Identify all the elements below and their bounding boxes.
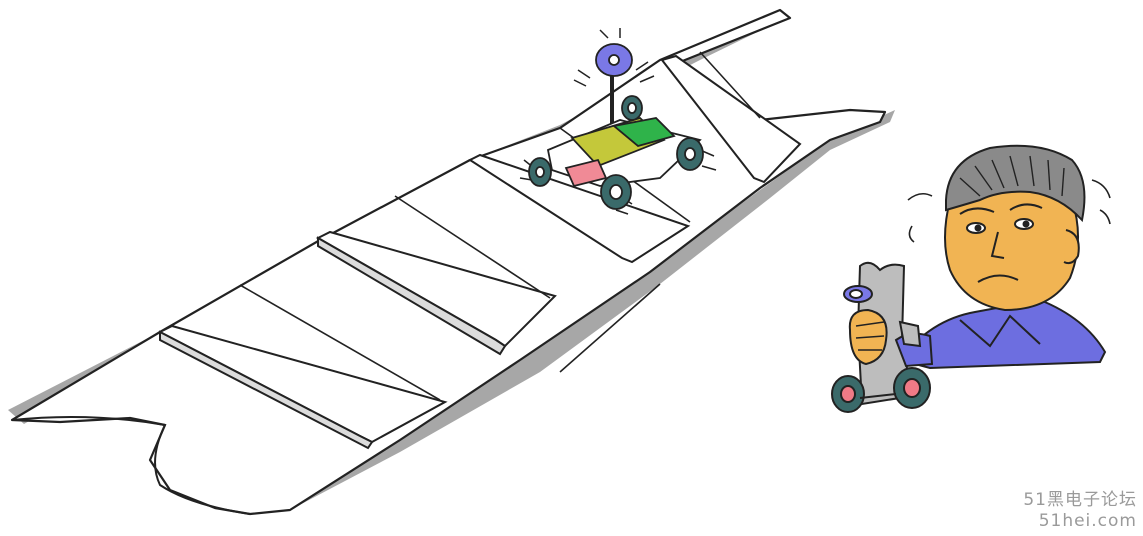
plank-1-edge — [159, 330, 374, 450]
watermark: 51黑电子论坛 51hei.com — [1023, 490, 1137, 533]
track-bend — [11, 415, 251, 515]
plank-4 — [660, 54, 802, 184]
track-shadow-right — [280, 110, 895, 510]
person-collar — [959, 314, 1041, 348]
controller-axle — [859, 393, 897, 399]
person-nose — [990, 231, 1005, 259]
robot-car — [519, 28, 717, 215]
person-brow-left — [959, 207, 995, 215]
plank-2-edge — [317, 236, 507, 356]
person-ear — [1063, 229, 1080, 265]
plank-3 — [467, 153, 691, 264]
person-hair — [945, 144, 1086, 223]
person-mouth — [977, 274, 1019, 283]
robot-mast-hub — [608, 54, 620, 66]
robot-wheels — [528, 95, 704, 210]
remote-controller — [831, 261, 934, 413]
finger-lines — [855, 321, 885, 351]
track-surface — [10, 8, 887, 516]
hair-strokes — [959, 155, 1065, 197]
controller-side — [898, 320, 922, 348]
track — [8, 8, 895, 516]
watermark-site-name: 51黑电子论坛 — [1023, 489, 1137, 510]
robot-sensor — [564, 158, 608, 188]
sweat-marks — [907, 179, 1111, 243]
person — [898, 144, 1111, 370]
planks — [157, 54, 802, 450]
person-brow-right — [1009, 203, 1043, 211]
robot-board — [611, 117, 676, 147]
watermark-url: 51hei.com — [1038, 510, 1137, 531]
